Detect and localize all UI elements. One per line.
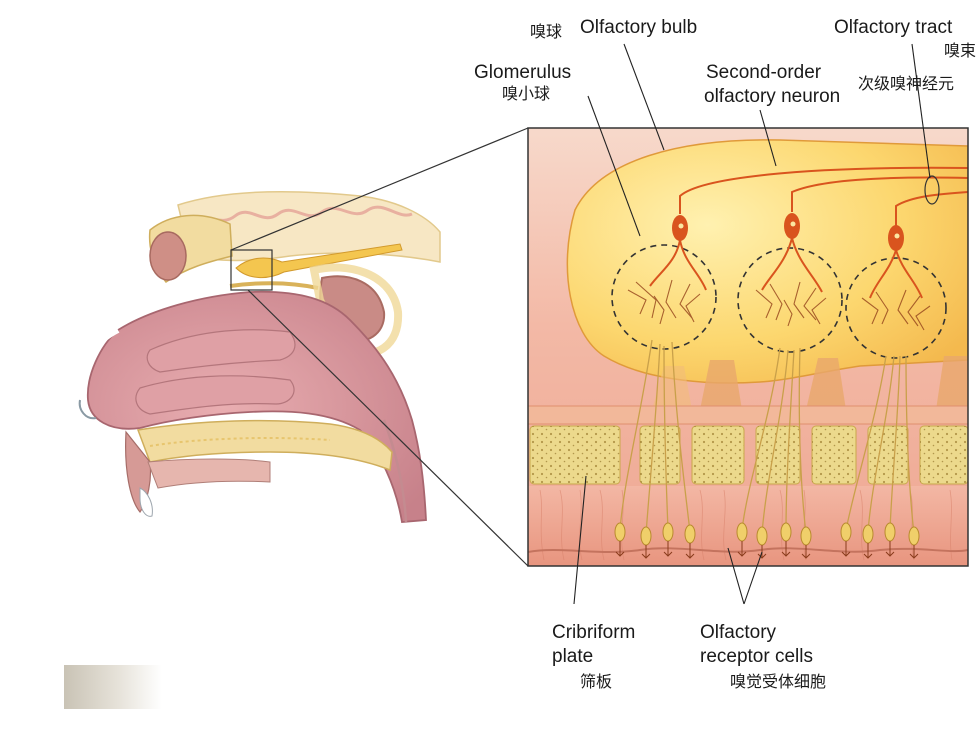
glomerulus-label-cn: 嗅小球 (502, 84, 551, 103)
receptor-cells-label-line2: receptor cells (700, 646, 813, 667)
zoom-line-bottom (247, 289, 529, 567)
corner-decoration-bar (64, 665, 162, 709)
leader-lines (573, 43, 931, 605)
receptor-axons (619, 339, 915, 535)
glomerulus-label: Glomerulus (474, 62, 572, 83)
second-order-label-line1: Second-order (706, 62, 822, 83)
olfactory-bulb-label: Olfactory bulb (580, 17, 698, 38)
cribriform-label-cn: 筛板 (580, 672, 613, 691)
second-order-label-cn: 次级嗅神经元 (858, 74, 955, 93)
inset-frame (527, 127, 969, 567)
receptor-cells-label-line1: Olfactory (700, 622, 777, 643)
olfactory-bulb-label-cn: 嗅球 (530, 22, 563, 41)
olfactory-bulb-region (566, 139, 968, 384)
zoom-line-top (230, 127, 529, 251)
magnified-region-box (230, 249, 273, 291)
olfactory-tract-label-cn: 嗅束 (944, 41, 977, 60)
receptor-cell-bodies (614, 522, 920, 546)
cribriform-label-line1: Cribriform (552, 622, 636, 643)
cribriform-label-line2: plate (552, 646, 594, 667)
cribriform-plate-blocks (529, 425, 968, 485)
olfactory-tract-label: Olfactory tract (834, 17, 953, 38)
second-order-label-line2: olfactory neuron (704, 86, 841, 107)
head-sagittal-section (72, 190, 441, 523)
receptor-cells-label-cn: 嗅觉受体细胞 (730, 672, 827, 691)
magnified-inset (528, 128, 968, 566)
